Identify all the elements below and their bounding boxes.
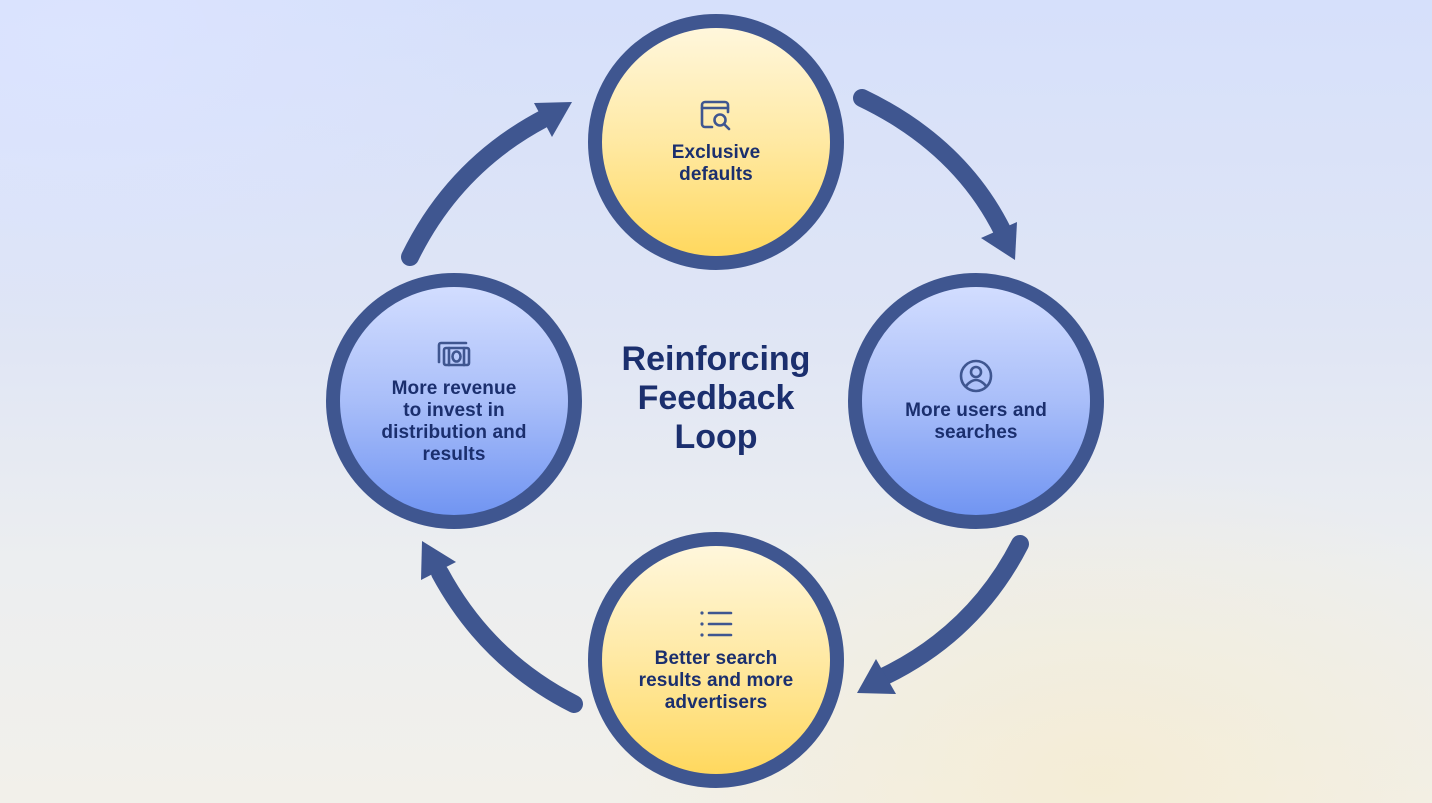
node-label-line: results and more bbox=[638, 670, 794, 691]
node-label-line: Exclusive bbox=[671, 142, 761, 163]
node-label-line: searches bbox=[934, 422, 1018, 443]
node-label-line: distribution and bbox=[381, 422, 527, 443]
list-icon bbox=[700, 611, 733, 637]
title-line: Feedback bbox=[637, 379, 795, 417]
arrow-bottom-to-left bbox=[421, 541, 583, 713]
node-label-line: Better search bbox=[654, 648, 778, 669]
node-label: Better search results and more advertise… bbox=[639, 648, 794, 714]
title-line: Reinforcing bbox=[621, 340, 811, 378]
node-label: More revenue to invest in distribution a… bbox=[381, 378, 526, 466]
node-label-line: advertisers bbox=[664, 692, 768, 713]
node-better-results: Better search results and more advertise… bbox=[588, 532, 844, 788]
node-exclusive-defaults: Exclusive defaults bbox=[588, 14, 844, 270]
cash-icon bbox=[437, 341, 471, 367]
user-circle-icon bbox=[959, 359, 993, 393]
node-label-line: defaults bbox=[679, 164, 753, 185]
title-line: Loop bbox=[674, 418, 758, 456]
node-label: More users and searches bbox=[905, 400, 1047, 444]
diagram-title: Reinforcing Feedback Loop bbox=[566, 340, 866, 457]
browser-search-icon bbox=[700, 100, 731, 131]
arrow-top-to-right bbox=[853, 89, 1017, 260]
node-label-line: More revenue bbox=[391, 378, 517, 399]
node-label-line: More users and bbox=[905, 400, 1047, 421]
node-more-revenue: More revenue to invest in distribution a… bbox=[326, 273, 582, 529]
arrow-left-to-top bbox=[401, 102, 572, 266]
node-label-line: to invest in bbox=[403, 400, 505, 421]
node-label: Exclusive defaults bbox=[672, 142, 761, 186]
arrow-right-to-bottom bbox=[857, 535, 1029, 694]
node-label-line: results bbox=[422, 444, 486, 465]
node-more-users: More users and searches bbox=[848, 273, 1104, 529]
